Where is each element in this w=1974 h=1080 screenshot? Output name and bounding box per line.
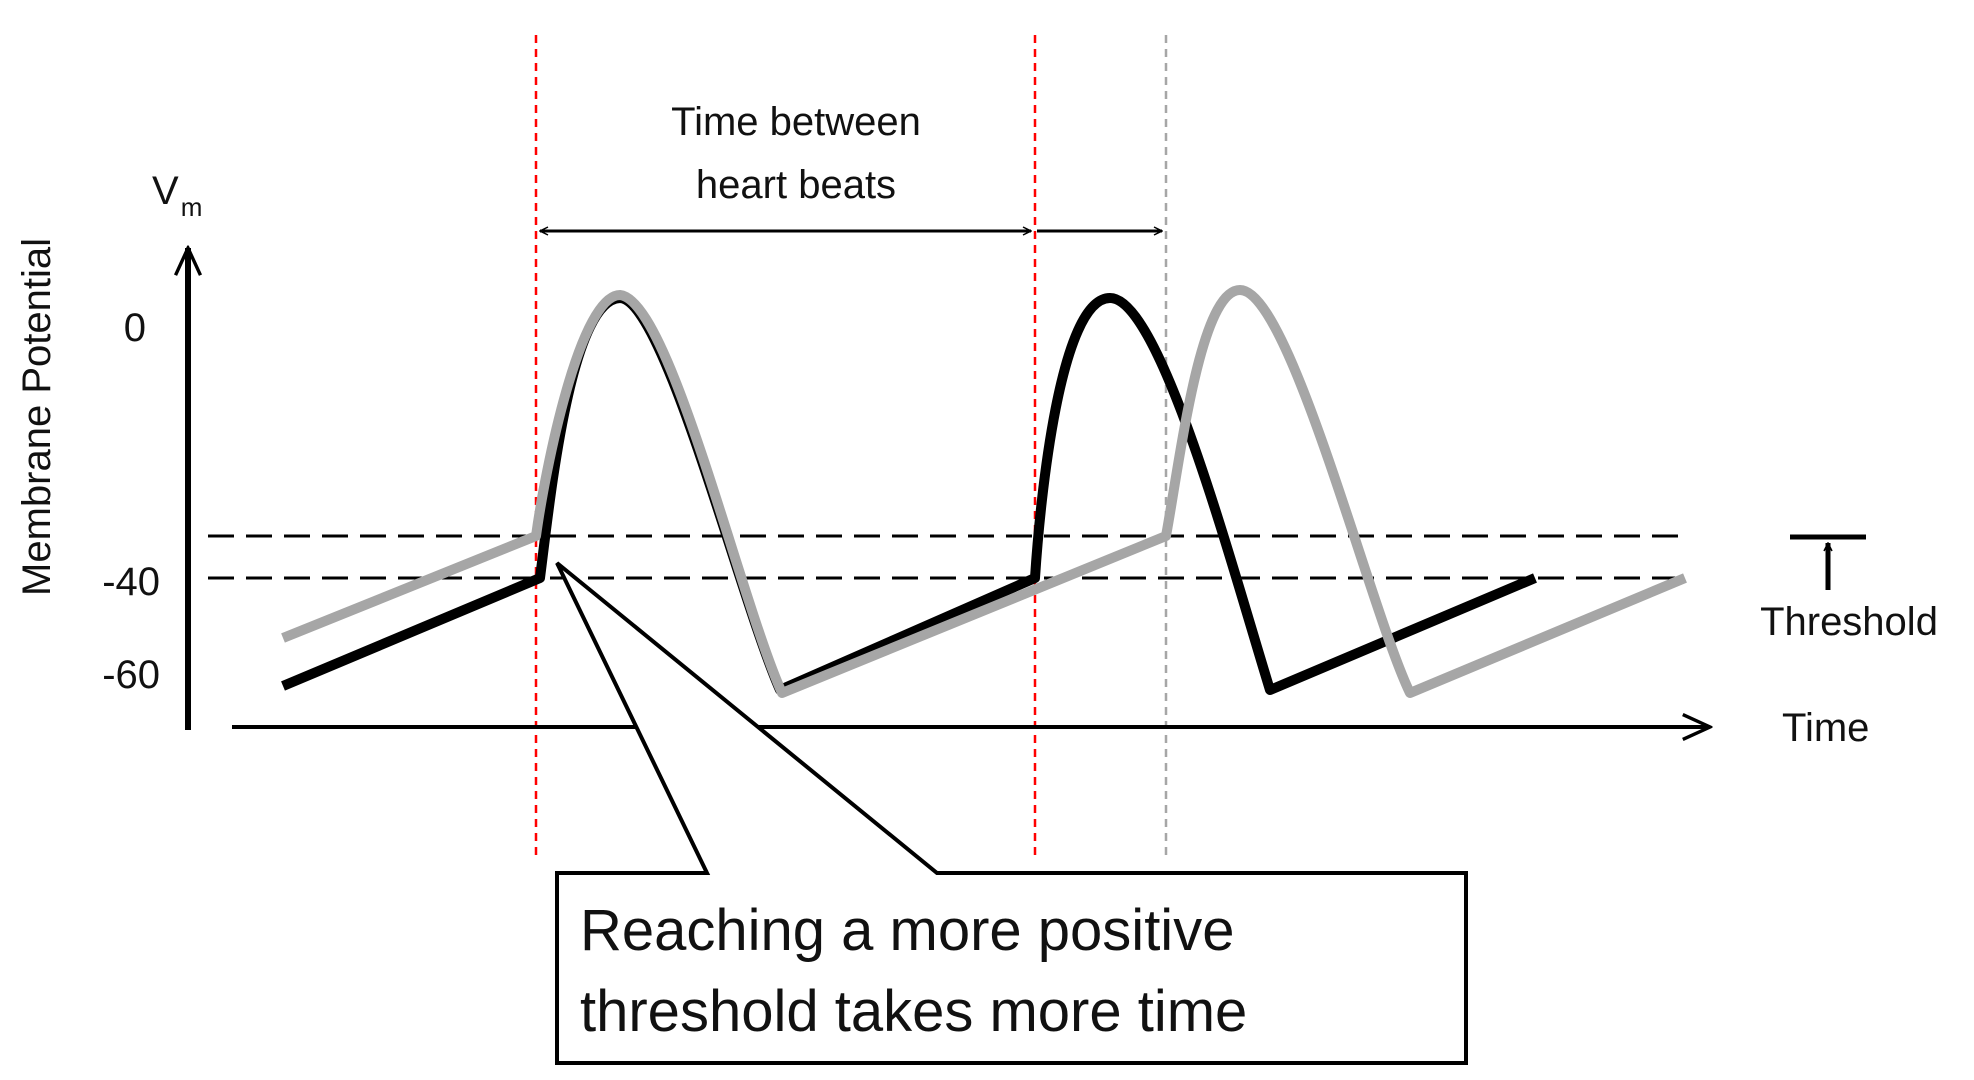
callout-line2: threshold takes more time <box>580 979 1247 1044</box>
shifted-trace <box>281 285 1687 698</box>
original-trace <box>281 293 1537 695</box>
y-symbol-main: V <box>152 169 179 213</box>
y-axis-symbol: Vm <box>152 169 202 222</box>
y-tick-0: 0 <box>124 306 146 350</box>
interval-label-line2: heart beats <box>696 163 896 207</box>
x-axis-label: Time <box>1782 706 1869 750</box>
y-symbol-subscript: m <box>181 192 203 222</box>
callout-box <box>555 561 1468 1065</box>
interval-label-line1: Time between <box>671 100 921 144</box>
threshold-label: Threshold <box>1760 600 1938 644</box>
callout-line1: Reaching a more positive <box>580 898 1234 963</box>
y-tick-minus60: -60 <box>102 653 160 697</box>
y-axis-label: Membrane Potential <box>15 238 59 596</box>
y-tick-minus40: -40 <box>102 560 160 604</box>
